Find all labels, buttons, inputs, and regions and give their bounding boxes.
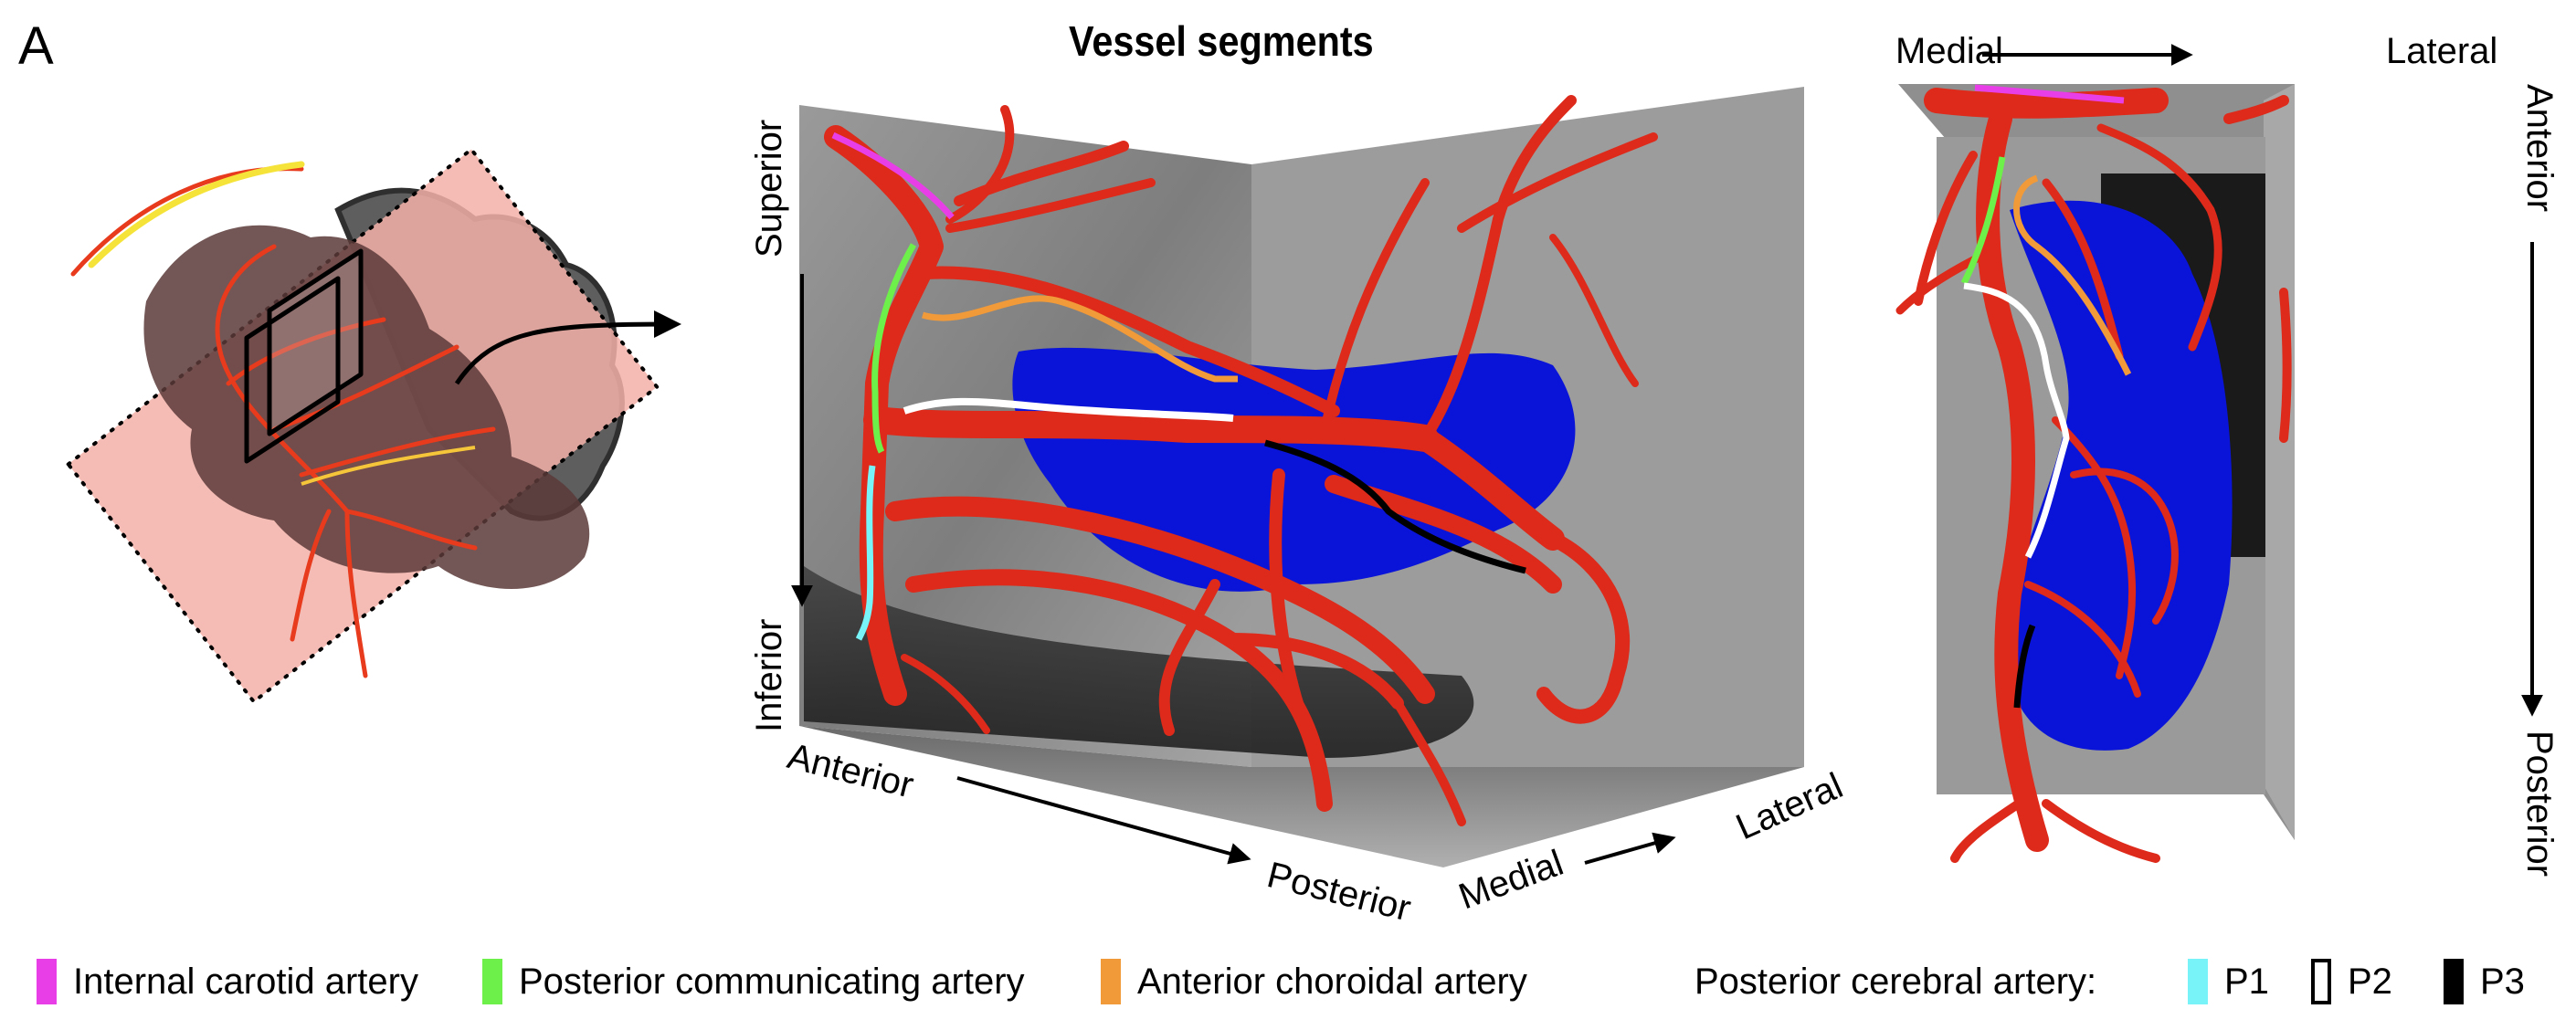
p1-segment [855,465,876,641]
legend-swatch [482,959,502,1004]
p3-segment-top [2013,624,2036,709]
pcom-segment [871,243,917,454]
legend-swatch [2311,959,2331,1004]
legend-swatch [1101,959,1121,1004]
pcom-segment-top [1960,156,2006,285]
p3-segment [1264,439,1526,574]
legend-label: P1 [2224,962,2269,1002]
legend-label: Internal carotid artery [73,962,418,1002]
legend-item-p3: P3 [2444,959,2525,1004]
brain-slice-image [65,146,681,705]
axis-label-lateral-top: Lateral [2386,31,2498,71]
curved-arrow-right [454,310,681,385]
ica-segment [831,131,955,220]
axis-label-posterior-right: Posterior [2519,730,2560,878]
axis-label-anterior-right: Anterior [2519,84,2560,213]
legend-label: P2 [2348,962,2392,1002]
achoa-segment-top [2013,174,2132,376]
legend-item-p1: P1 [2188,959,2269,1004]
legend-label: Posterior communicating artery [519,962,1025,1002]
panel-letter: A [18,16,54,76]
vessel-top-view-render [1895,44,2543,863]
vessel-3d-render [791,87,1804,867]
legend-label: Anterior choroidal artery [1137,962,1527,1002]
axis-label-inferior: Inferior [749,618,789,733]
axis-label-medial-top: Medial [1895,31,2003,71]
legend-item-pcom: Posterior communicating artery [482,959,1025,1004]
legend-label: P3 [2480,962,2525,1002]
legend-swatch [2444,959,2464,1004]
legend-pca-label: Posterior cerebral artery: [1694,959,2096,1004]
medial-lateral-arrow [1584,832,1676,865]
figure-title: Vessel segments [1069,17,1374,65]
legend-item-p2: P2 [2311,959,2392,1004]
legend-swatch [2188,959,2208,1004]
axis-label-superior: Superior [749,119,789,258]
ica-segment-top [1974,84,2125,104]
p2-segment [903,397,1234,422]
pca-label-text: Posterior cerebral artery: [1694,962,2097,1002]
p2-segment-top [1963,282,2070,559]
region-of-interest-box [244,248,364,464]
legend-item-achoa: Anterior choroidal artery [1101,959,1527,1004]
anterior-posterior-arrow [956,776,1251,865]
legend-item-ica: Internal carotid artery [37,959,418,1004]
achoa-segment [921,295,1238,383]
legend-swatch [37,959,57,1004]
